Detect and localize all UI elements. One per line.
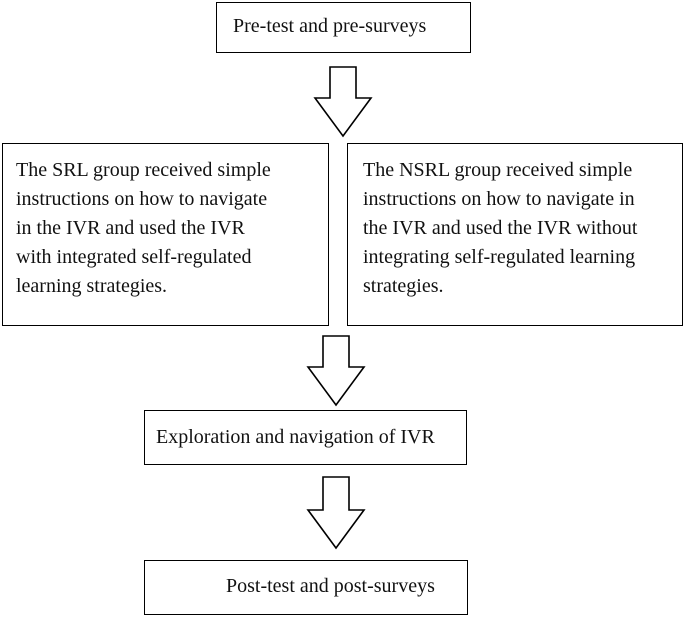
pretest-label: Pre-test and pre-surveys (233, 15, 427, 37)
nsrl-line-1: The NSRL group received simple (363, 159, 633, 181)
posttest-label: Post-test and post-surveys (226, 575, 435, 597)
exploration-box: Exploration and navigation of IVR (144, 410, 467, 465)
srl-line-2: instructions on how to navigate (16, 188, 268, 210)
down-arrow-icon-3 (306, 476, 366, 550)
nsrl-line-5: strategies. (363, 275, 444, 297)
pretest-box: Pre-test and pre-surveys (216, 2, 471, 53)
srl-group-box: The SRL group received simple instructio… (2, 143, 329, 326)
down-arrow-icon-1 (313, 66, 373, 138)
nsrl-line-4: integrating self-regulated learning (363, 246, 636, 268)
srl-line-5: learning strategies. (16, 275, 168, 297)
posttest-box: Post-test and post-surveys (144, 560, 468, 615)
nsrl-line-2: instructions on how to navigate in (363, 188, 635, 210)
nsrl-line-3: the IVR and used the IVR without (363, 217, 638, 239)
srl-line-1: The SRL group received simple (16, 159, 271, 181)
srl-line-4: with integrated self-regulated (16, 246, 252, 268)
nsrl-group-box: The NSRL group received simple instructi… (347, 143, 683, 326)
down-arrow-icon-2 (306, 335, 366, 407)
exploration-label: Exploration and navigation of IVR (156, 426, 435, 448)
srl-line-3: in the IVR and used the IVR (16, 217, 245, 239)
